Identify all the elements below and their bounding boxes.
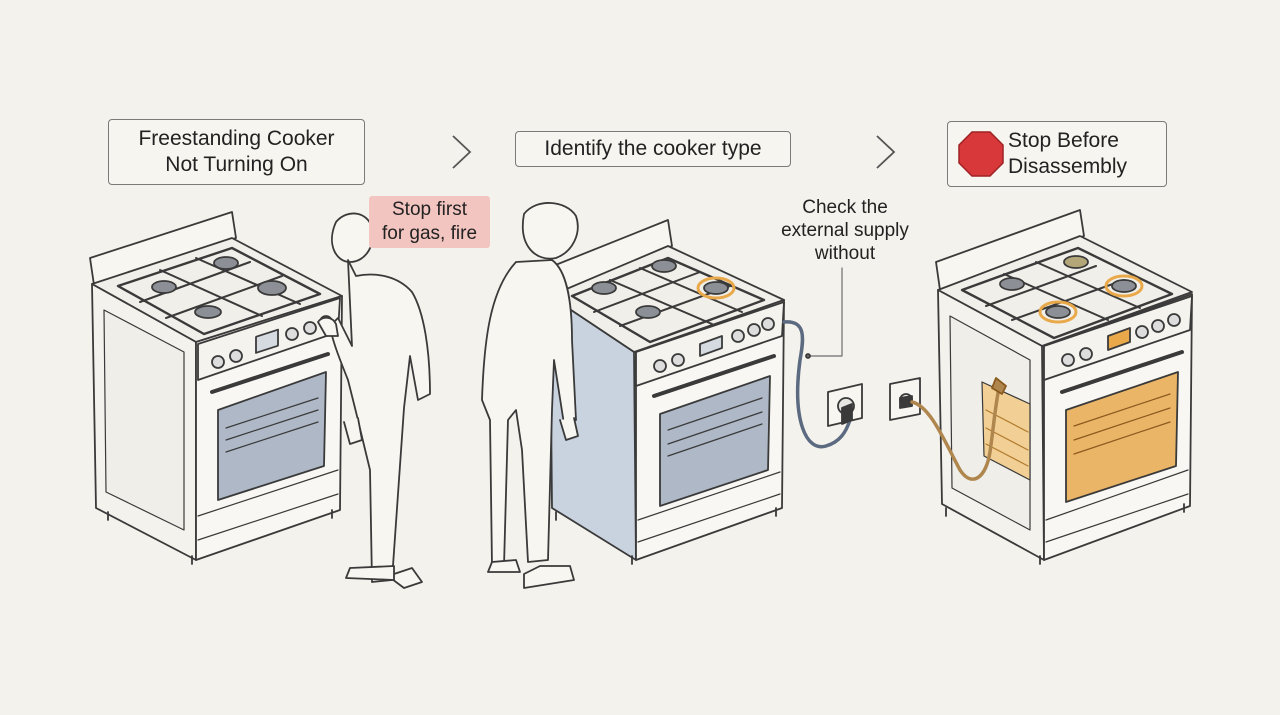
callout-line2: external supply [781,220,909,241]
person-illustration [481,202,579,589]
chevron-right-icon [876,135,896,169]
step-1-line2: Not Turning On [165,153,308,176]
gas-fire-warning: Stop first for gas, fire [369,196,490,248]
chevron-right-icon [452,135,472,169]
person-illustration [317,212,431,589]
stop-sign-icon [958,131,1004,177]
step-2-label: Identify the cooker type [544,137,762,160]
cooker-illustration [89,211,343,565]
warning-line2: for gas, fire [381,223,478,244]
step-1-box: Freestanding Cooker Not Turning On [108,119,365,185]
step-2-box: Identify the cooker type [515,131,791,167]
step-1-line1: Freestanding Cooker [138,127,335,150]
wall-socket-icon [827,383,863,427]
warning-line1: Stop first [392,199,467,220]
power-cable [910,382,1002,481]
callout-line1: Check the [802,197,888,218]
cooker-illustration [547,219,785,565]
supply-callout: Check the external supply without [760,196,930,265]
power-cable [782,320,852,449]
wall-socket-icon [889,377,921,421]
cooker-illustration [935,209,1193,565]
step-3-line1: Stop Before [1008,129,1119,152]
callout-line3: without [814,243,876,264]
step-3-line2: Disassembly [1008,155,1128,178]
